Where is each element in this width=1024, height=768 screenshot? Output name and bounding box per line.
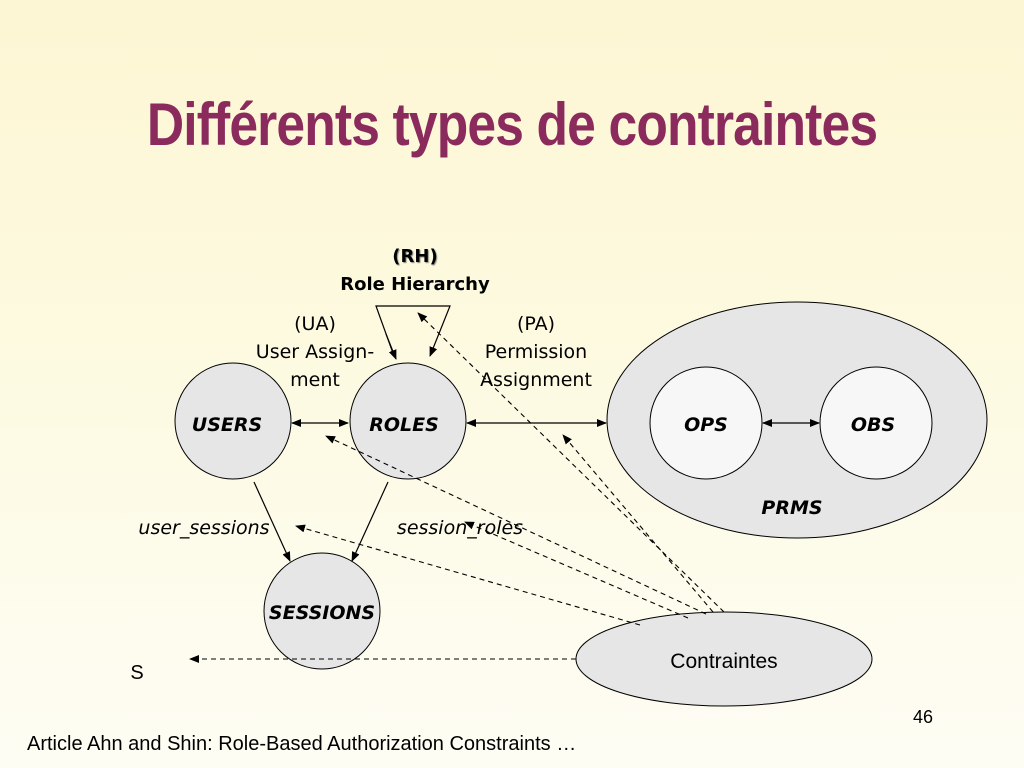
rh-label-1: (RH) bbox=[392, 246, 437, 267]
ops-label: OPS bbox=[684, 414, 728, 436]
contraintes-label: Contraintes bbox=[670, 650, 777, 673]
ua-label-2: User Assign- bbox=[256, 341, 374, 363]
constraint-to-pa bbox=[562, 434, 714, 613]
slide-title: Différents types de contraintes bbox=[146, 91, 878, 158]
prms-label: PRMS bbox=[761, 497, 822, 519]
rh-label-2: Role Hierarchy bbox=[340, 274, 490, 295]
sessions-label: SESSIONS bbox=[269, 602, 375, 624]
pa-label-1: (PA) bbox=[517, 313, 555, 335]
ua-label-3: ment bbox=[290, 369, 340, 391]
role-hierarchy-loop-start-arrow bbox=[385, 333, 397, 360]
s-label: S bbox=[130, 662, 143, 684]
constraint-to-ua bbox=[325, 435, 707, 615]
ua-label-1: (UA) bbox=[294, 313, 336, 335]
roles-label: ROLES bbox=[369, 414, 439, 436]
sessions-node bbox=[263, 552, 381, 670]
users-label: USERS bbox=[192, 414, 262, 436]
obs-node bbox=[819, 366, 933, 480]
roles-sessions-arrow bbox=[351, 481, 389, 562]
role-hierarchy-loop bbox=[375, 305, 451, 357]
session-roles-label: session_roles bbox=[397, 517, 523, 539]
user-sessions-label: user_sessions bbox=[138, 517, 269, 539]
pa-label-3: Assignment bbox=[480, 369, 592, 391]
slide-footer: Article Ahn and Shin: Role-Based Authori… bbox=[27, 733, 577, 755]
page-number: 46 bbox=[913, 707, 934, 727]
obs-label: OBS bbox=[851, 414, 895, 436]
constraint-to-session-roles bbox=[464, 521, 689, 619]
pa-label-2: Permission bbox=[485, 341, 587, 363]
users-sessions-arrow bbox=[253, 481, 291, 562]
constraint-to-user-sessions bbox=[295, 524, 641, 626]
constraint-arrows bbox=[189, 312, 725, 663]
